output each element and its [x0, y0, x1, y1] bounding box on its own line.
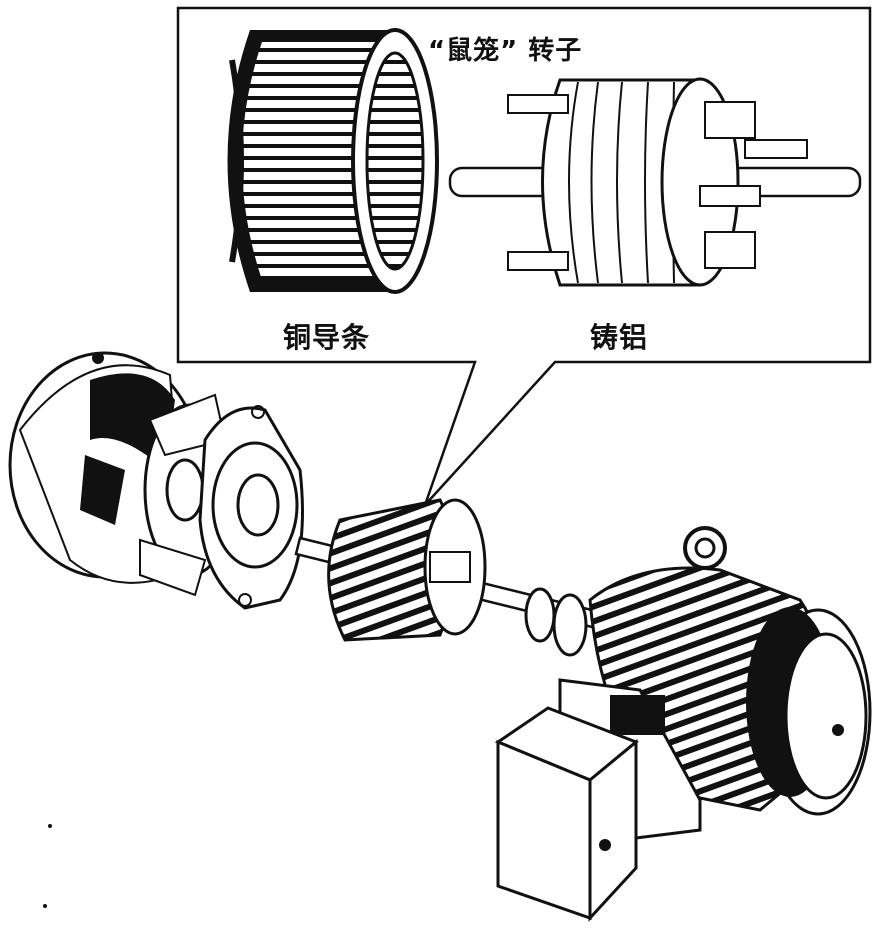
speck-dot — [43, 904, 47, 908]
speck-dot — [48, 824, 52, 828]
rear-end-shield — [746, 607, 872, 816]
terminal-box — [494, 706, 639, 922]
cast-aluminum-label: 铸铝 — [590, 321, 649, 354]
copper-bar-rotor — [227, 28, 439, 294]
front-end-shield — [198, 405, 304, 610]
cast-aluminum-rotor — [448, 77, 862, 287]
rotor-assembly — [294, 498, 602, 657]
copper-bar-label: 铜导条 — [283, 321, 371, 354]
inset-title: “鼠笼” 转子 — [428, 36, 583, 66]
